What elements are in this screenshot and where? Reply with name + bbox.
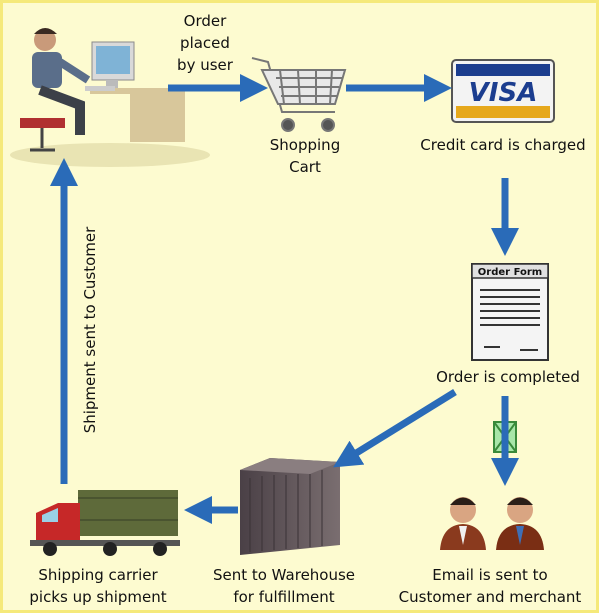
flow-arrows bbox=[50, 74, 519, 524]
node-label-truck: Shipping carrier picks up shipment bbox=[10, 564, 186, 608]
edge-label-line: placed bbox=[180, 34, 230, 52]
node-label-line: Shopping bbox=[269, 136, 341, 154]
order-form-title: Order Form bbox=[478, 267, 542, 278]
order-form-icon: Order Form bbox=[471, 263, 549, 361]
customer-merchant-icon bbox=[440, 497, 544, 550]
edge-label-order-placed: Order placed by user bbox=[168, 10, 242, 76]
node-label-line: picks up shipment bbox=[29, 588, 167, 606]
node-label-cart: Shopping Cart bbox=[250, 134, 360, 178]
node-label-line: Sent to Warehouse bbox=[212, 566, 356, 584]
node-label-email: Email is sent to Customer and merchant bbox=[384, 564, 596, 608]
node-label-line: for fulfillment bbox=[233, 588, 335, 606]
node-label-warehouse: Sent to Warehouse for fulfillment bbox=[196, 564, 372, 608]
node-label-card: Credit card is charged bbox=[410, 134, 596, 156]
arrow-order-to-warehouse bbox=[333, 389, 457, 468]
edge-label-shipment: Shipment sent to Customer bbox=[81, 226, 99, 433]
node-label-order: Order is completed bbox=[420, 366, 596, 388]
node-label-line: Customer and merchant bbox=[398, 588, 582, 606]
node-label-line: Order is completed bbox=[436, 368, 580, 386]
warehouse-icon bbox=[240, 458, 340, 555]
shopping-cart-icon bbox=[251, 57, 347, 132]
visa-brand-text: VISA bbox=[469, 78, 538, 108]
edge-label-line: Order bbox=[183, 12, 227, 30]
edge-label-line: by user bbox=[177, 56, 233, 74]
visa-card-icon: VISA bbox=[451, 59, 555, 123]
user-computer-icon bbox=[10, 28, 210, 167]
node-label-line: Email is sent to bbox=[432, 566, 548, 584]
node-label-line: Credit card is charged bbox=[420, 136, 586, 154]
node-label-line: Shipping carrier bbox=[38, 566, 158, 584]
node-label-line: Cart bbox=[289, 158, 321, 176]
truck-icon bbox=[30, 490, 180, 556]
